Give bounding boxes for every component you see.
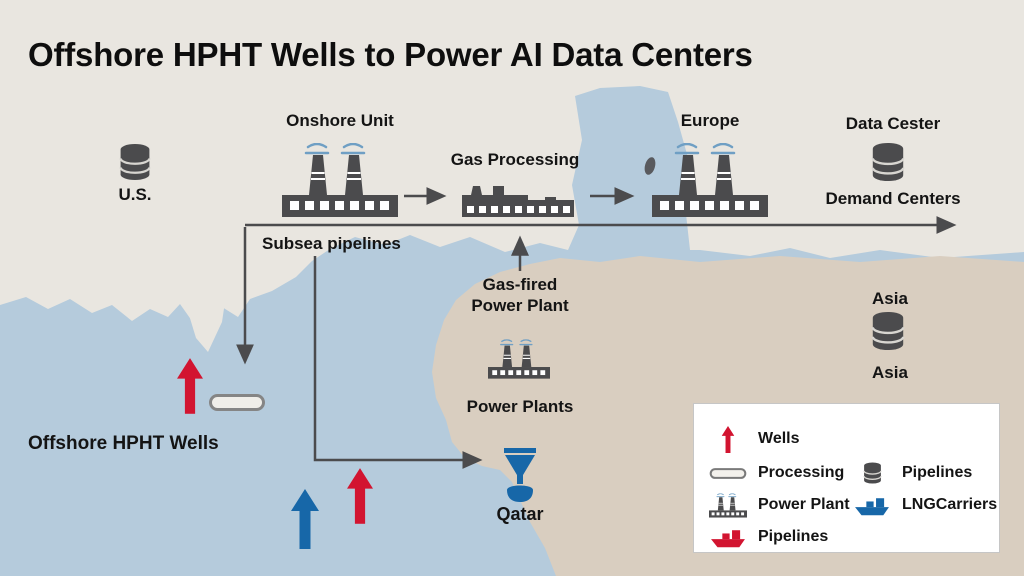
small-island <box>644 157 656 175</box>
offshore-hpht-wells-label: Offshore HPHT Wells <box>28 433 219 454</box>
legend: Wells Processing Power Plant Pipelines P… <box>693 403 1000 553</box>
processing-capsule-icon <box>708 467 748 480</box>
legend-item-processing: Processing <box>708 458 844 488</box>
qatar-label: Qatar <box>496 504 544 524</box>
offshore-well-arrow-icon <box>177 357 203 415</box>
gas-processing-label: Gas Processing <box>450 150 580 169</box>
page-title: Offshore HPHT Wells to Power AI Data Cen… <box>28 36 753 73</box>
gas-fired-line2: Power Plant <box>471 296 569 315</box>
well-arrow-blue-icon <box>291 483 319 555</box>
legend-item-power-plant: Power Plant <box>708 490 850 520</box>
subsea-pipelines-label: Subsea pipelines <box>262 234 401 253</box>
gas-fired-line1: Gas-fired <box>482 275 558 294</box>
legend-item-lng-carriers: LNGCarriers <box>852 490 997 520</box>
northern-landmass <box>0 0 1024 329</box>
demand-centers-label: Demand Centers <box>825 189 961 208</box>
asia-lower-label: Asia <box>872 363 908 382</box>
europe-factory-icon <box>652 143 768 217</box>
us-database-icon <box>117 142 153 182</box>
legend-label: Pipelines <box>902 464 973 481</box>
data-center-label: Data Cester <box>845 114 941 133</box>
legend-label: Power Plant <box>758 496 850 513</box>
onshore-unit-label: Onshore Unit <box>286 111 394 130</box>
pipeline-to-qatar-line <box>313 256 483 469</box>
gas-fired-power-plant-label: Gas-fired Power Plant <box>455 274 585 316</box>
database-icon <box>852 461 892 485</box>
gas-processing-plant-icon <box>462 181 574 217</box>
well-arrow-icon <box>708 426 748 453</box>
power-plant-icon <box>708 493 748 518</box>
power-plants-label: Power Plants <box>466 397 574 416</box>
legend-item-wells: Wells <box>708 424 800 454</box>
data-center-database-icon <box>869 141 907 183</box>
processing-capsule-icon <box>209 394 265 411</box>
asia-database-icon <box>869 310 907 352</box>
well-arrow-red-icon <box>347 463 373 529</box>
ship-icon <box>708 527 748 548</box>
legend-item-pipelines-db: Pipelines <box>852 458 972 488</box>
peninsula <box>189 295 226 352</box>
legend-label: LNGCarriers <box>902 496 998 513</box>
us-label: U.S. <box>118 185 152 204</box>
asia-upper-label: Asia <box>872 289 908 308</box>
europe-label: Europe <box>680 111 740 130</box>
legend-label: Pipelines <box>758 528 829 545</box>
onshore-unit-factory-icon <box>282 143 398 217</box>
legend-item-pipelines-ship: Pipelines <box>708 522 828 552</box>
legend-label: Processing <box>758 464 845 481</box>
qatar-lng-terminal-icon <box>502 448 538 502</box>
power-plants-factory-icon <box>488 339 550 379</box>
legend-label: Wells <box>758 430 800 447</box>
lng-carrier-ship-icon <box>852 495 892 516</box>
